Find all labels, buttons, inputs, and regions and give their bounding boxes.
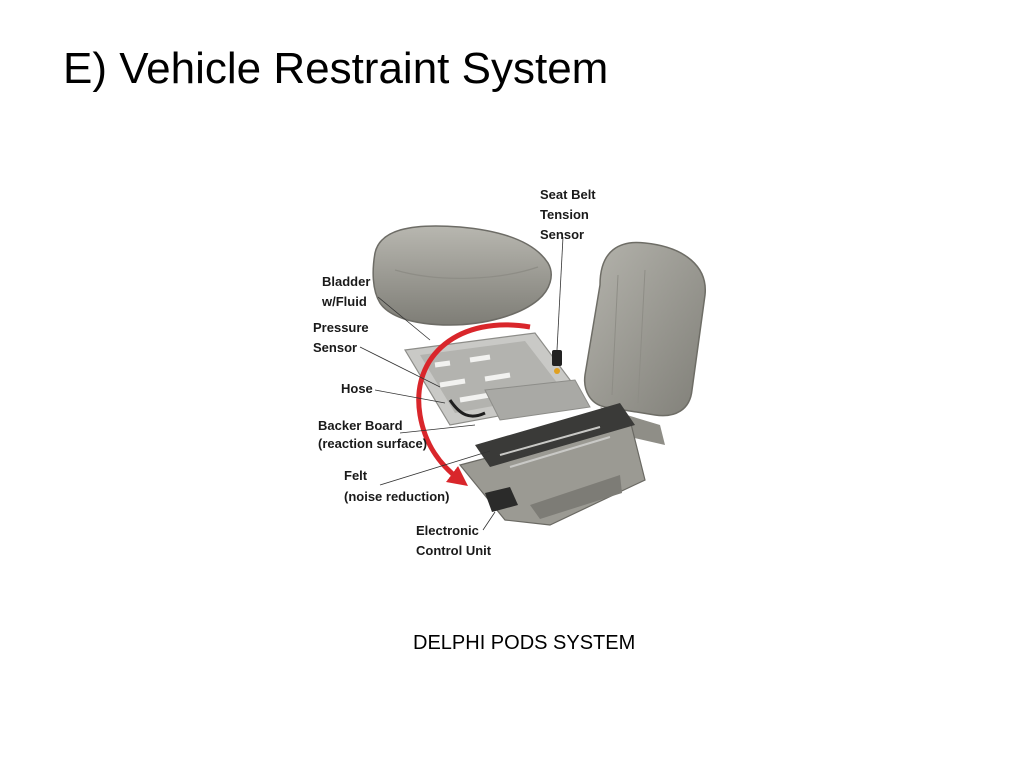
seat-cushion (372, 225, 552, 326)
label-ecu: Electronic Control Unit (416, 523, 492, 558)
sensor-mat (404, 332, 591, 426)
seat-base-frame (458, 403, 646, 526)
label-hose: Hose (341, 381, 373, 396)
slide-title: E) Vehicle Restraint System (63, 44, 609, 93)
ecu-module (485, 487, 518, 512)
hose (448, 399, 486, 418)
seat-sensor-diagram: Seat Belt Tension Sensor Bladder w/Fluid… (313, 187, 706, 558)
label-seat-belt: Seat Belt Tension Sensor (540, 187, 599, 242)
leader-lines (359, 236, 564, 531)
label-backer-board: Backer Board (reaction surface) (318, 418, 427, 451)
red-arrow (416, 322, 531, 487)
diagram-caption: DELPHI PODS SYSTEM (413, 632, 636, 654)
label-pressure-sensor: Pressure Sensor (313, 320, 372, 355)
seat-belt-sensor (552, 350, 562, 366)
label-bladder: Bladder w/Fluid (321, 274, 374, 309)
label-felt: Felt (noise reduction) (344, 468, 449, 504)
